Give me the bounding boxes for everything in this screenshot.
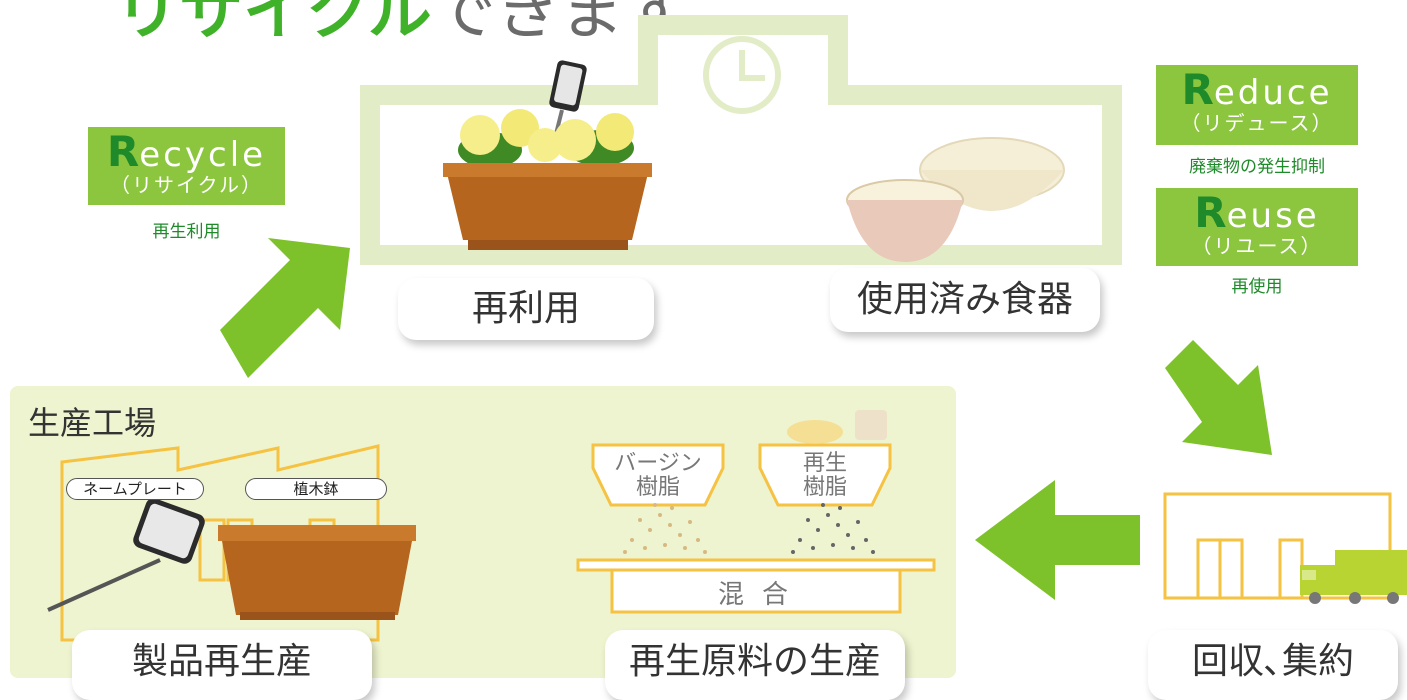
reuse-word: euse	[1226, 196, 1320, 236]
virgin-resin-label: バージン 樹脂	[614, 451, 702, 500]
used-bowls	[846, 137, 1065, 262]
arrow-up-right	[220, 238, 350, 378]
planter-label: 植木鉢	[245, 478, 387, 500]
stage-label-collection: 回収､集約	[1148, 630, 1398, 700]
recycle-initial: R	[106, 127, 140, 176]
recycle-kana: （リサイクル）	[110, 173, 263, 197]
name-plate-image	[47, 498, 205, 612]
arrow-left-collection	[975, 480, 1140, 600]
truck-icon	[1300, 550, 1407, 604]
planter-image	[218, 525, 416, 620]
reduce-subtitle: 廃棄物の発生抑制	[1189, 157, 1325, 177]
bowl-icon	[787, 420, 843, 444]
name-plate-label: ネームプレート	[66, 478, 204, 500]
reduce-word: educe	[1213, 73, 1333, 113]
factory-title: 生産工場	[28, 404, 157, 442]
planter-with-flowers	[443, 60, 652, 250]
stage-label-used-tableware: 使用済み食器	[830, 268, 1100, 332]
reuse-initial: R	[1194, 188, 1227, 237]
title-highlight: リサイクル	[115, 0, 432, 49]
reduce-kana: （リデュース）	[1180, 111, 1334, 135]
virgin-hopper	[591, 443, 725, 507]
stage-label-reuse: 再利用	[398, 278, 654, 340]
cup-icon	[855, 410, 887, 440]
recycled-resin-label: 再生 樹脂	[802, 451, 847, 500]
virgin-pellets	[623, 503, 707, 554]
recycle-box: Recycle （リサイクル）	[88, 127, 285, 205]
recycle-subtitle: 再生利用	[152, 222, 221, 242]
reuse-subtitle: 再使用	[1231, 277, 1283, 297]
reuse-kana: （リユース）	[1191, 234, 1323, 258]
reduce-initial: R	[1181, 65, 1214, 114]
stage-label-raw-material: 再生原料の生産	[605, 630, 905, 700]
recycle-word: ecycle	[139, 135, 267, 175]
mix-container	[610, 568, 902, 614]
clock-icon	[703, 36, 781, 114]
recycled-hopper	[758, 443, 892, 507]
arrow-down-right	[1165, 340, 1272, 455]
display-frame	[360, 15, 1122, 265]
mix-label: 混合	[717, 580, 806, 610]
stage-label-product: 製品再生産	[72, 630, 372, 700]
reuse-box: Reuse （リユース）	[1156, 188, 1358, 266]
recycled-pellets	[791, 503, 875, 554]
reduce-box: Reduce （リデュース）	[1156, 65, 1358, 145]
